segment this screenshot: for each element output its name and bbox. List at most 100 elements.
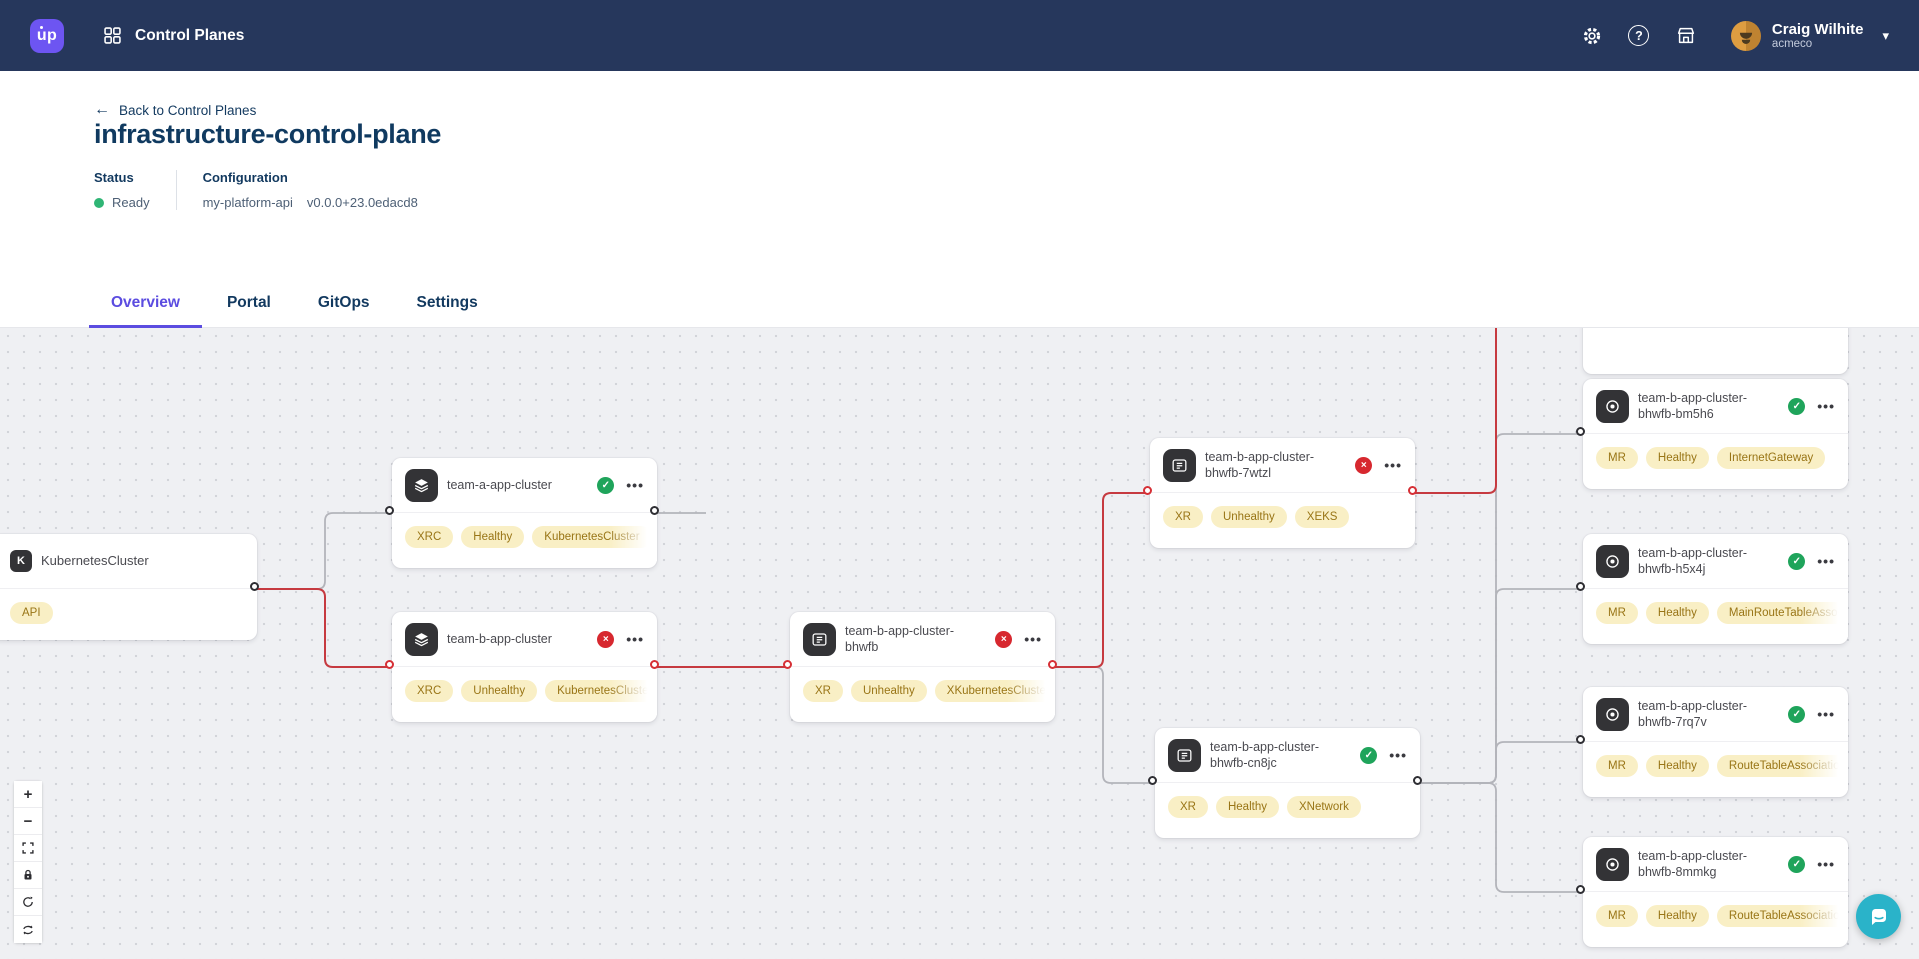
node-menu-button[interactable]: •••	[1814, 854, 1838, 874]
circle-dot-icon	[1596, 544, 1629, 578]
node-title: team-b-app-cluster-bhwfb-8mmkg	[1638, 848, 1748, 879]
fit-view-button[interactable]	[14, 835, 42, 862]
user-menu[interactable]: Craig Wilhite acmeco ▾	[1730, 20, 1889, 51]
edge-kubernetescluster-to-team-b	[257, 588, 392, 668]
grid-icon	[102, 25, 123, 46]
node-title: team-b-app-cluster	[447, 631, 552, 646]
edge-kubernetescluster-to-team-a	[257, 512, 392, 590]
node-title: team-a-app-cluster	[447, 477, 552, 492]
connection-handle[interactable]	[650, 660, 659, 669]
connection-handle[interactable]	[250, 582, 259, 591]
tab-portal[interactable]: Portal	[226, 294, 271, 311]
chevron-down-icon: ▾	[1882, 27, 1889, 43]
status-unhealthy-icon: ×	[597, 630, 615, 648]
graph-node-team-b-app-cluster-bhwfb-8mmkg[interactable]: team-b-app-cluster-bhwfb-8mmkg ✓ ••• MR …	[1583, 837, 1848, 947]
connection-handle[interactable]	[1576, 735, 1585, 744]
connection-handle[interactable]	[385, 506, 394, 515]
help-icon[interactable]: ?	[1628, 25, 1650, 47]
edge-bhwfb-to-cn8jc	[1055, 666, 1155, 784]
upbound-logo[interactable]: up	[30, 18, 64, 53]
graph-node-team-b-app-cluster-bhwfb-bm5h6[interactable]: team-b-app-cluster-bhwfb-bm5h6 ✓ ••• MR …	[1583, 379, 1848, 489]
edge-cn8jc-to-7rq7v	[1420, 741, 1583, 784]
status-ready-dot	[94, 197, 104, 208]
node-menu-button[interactable]: •••	[623, 475, 647, 495]
connection-handle[interactable]	[1143, 486, 1152, 495]
resource-graph-canvas[interactable]: K KubernetesCluster API team-a-app-clust…	[0, 328, 1919, 959]
connection-handle[interactable]	[1576, 885, 1585, 894]
node-menu-button[interactable]: •••	[1386, 745, 1410, 765]
node-menu-button[interactable]: •••	[1381, 455, 1405, 475]
lock-button[interactable]	[14, 862, 42, 889]
badge: KubernetesCluster	[532, 526, 652, 548]
badge: KubernetesCluster	[545, 680, 657, 702]
layers-icon	[405, 468, 438, 502]
badge: XR	[1163, 506, 1203, 528]
badge: MR	[1596, 447, 1638, 469]
badge: Unhealthy	[461, 680, 538, 702]
badge: XEKS	[1294, 506, 1350, 528]
graph-node-team-b-app-cluster-bhwfb-h5x4j[interactable]: team-b-app-cluster-bhwfb-h5x4j ✓ ••• MR …	[1583, 534, 1848, 644]
status-unhealthy-icon: ×	[995, 630, 1013, 648]
graph-node-kubernetes-cluster[interactable]: K KubernetesCluster API	[0, 534, 257, 640]
node-menu-button[interactable]: •••	[1814, 551, 1838, 571]
list-icon	[803, 622, 836, 656]
tab-settings[interactable]: Settings	[416, 294, 478, 311]
badge: MR	[1596, 755, 1638, 777]
graph-node-clipped[interactable]	[1583, 328, 1848, 374]
arrow-left-icon: ←	[94, 101, 110, 118]
node-menu-button[interactable]: •••	[1814, 396, 1838, 416]
reset-rotate-button[interactable]	[14, 889, 42, 916]
badge: XR	[803, 680, 843, 702]
node-title: team-b-app-cluster-bhwfb-bm5h6	[1638, 390, 1748, 421]
avatar	[1730, 20, 1761, 51]
user-org: acmeco	[1771, 38, 1813, 51]
connection-handle[interactable]	[783, 660, 792, 669]
zoom-in-button[interactable]: +	[14, 781, 42, 808]
badge: RouteTableAssociation	[1716, 755, 1848, 777]
node-title: team-b-app-cluster-bhwfb-h5x4j	[1638, 545, 1748, 576]
connection-handle[interactable]	[1148, 776, 1157, 785]
graph-node-team-b-app-cluster-bhwfb-7wtzl[interactable]: team-b-app-cluster-bhwfb-7wtzl × ••• XR …	[1150, 438, 1415, 548]
connection-handle[interactable]	[1413, 776, 1422, 785]
badge: XKubernetesCluster	[934, 680, 1055, 702]
status-healthy-icon: ✓	[1788, 397, 1806, 415]
node-menu-button[interactable]: •••	[1021, 629, 1045, 649]
connection-handle[interactable]	[385, 660, 394, 669]
settings-gear-icon[interactable]	[1581, 25, 1603, 47]
connection-handle[interactable]	[1048, 660, 1057, 669]
tab-overview[interactable]: Overview	[89, 279, 202, 328]
connection-handle[interactable]	[1576, 427, 1585, 436]
status-value: Ready	[112, 195, 150, 210]
graph-node-team-b-app-cluster-bhwfb[interactable]: team-b-app-cluster-bhwfb × ••• XR Unheal…	[790, 612, 1055, 722]
edge-7wtzl-to-top	[1415, 328, 1497, 494]
top-navbar: up Control Planes	[0, 0, 1919, 71]
graph-node-team-b-app-cluster[interactable]: team-b-app-cluster × ••• XRC Unhealthy K…	[392, 612, 657, 722]
node-title: team-b-app-cluster-bhwfb-cn8jc	[1210, 739, 1320, 770]
graph-node-team-b-app-cluster-bhwfb-7rq7v[interactable]: team-b-app-cluster-bhwfb-7rq7v ✓ ••• MR …	[1583, 687, 1848, 797]
badge: XNetwork	[1286, 796, 1361, 818]
chat-launcher[interactable]	[1856, 894, 1901, 939]
graph-node-team-a-app-cluster[interactable]: team-a-app-cluster ✓ ••• XRC Healthy Kub…	[392, 458, 657, 568]
zoom-out-button[interactable]: −	[14, 808, 42, 835]
node-title: team-b-app-cluster-bhwfb-7rq7v	[1638, 698, 1748, 729]
node-menu-button[interactable]: •••	[623, 629, 647, 649]
connection-handle[interactable]	[1576, 582, 1585, 591]
edge-cn8jc-to-bm5h6	[1420, 433, 1583, 784]
back-link[interactable]: ← Back to Control Planes	[94, 102, 256, 118]
circle-dot-icon	[1596, 847, 1629, 881]
graph-node-team-b-app-cluster-bhwfb-cn8jc[interactable]: team-b-app-cluster-bhwfb-cn8jc ✓ ••• XR …	[1155, 728, 1420, 838]
badge: MR	[1596, 905, 1638, 927]
circle-dot-icon	[1596, 697, 1629, 731]
connection-handle[interactable]	[1408, 486, 1417, 495]
node-menu-button[interactable]: •••	[1814, 704, 1838, 724]
tab-gitops[interactable]: GitOps	[317, 294, 370, 311]
configuration-section: Configuration my-platform-api v0.0.0+23.…	[175, 170, 444, 210]
configuration-label: Configuration	[202, 170, 288, 185]
connection-handle[interactable]	[650, 506, 659, 515]
refresh-cycle-button[interactable]	[14, 916, 42, 943]
list-icon	[1163, 448, 1196, 482]
layers-icon	[405, 622, 438, 656]
marketplace-store-icon[interactable]	[1675, 25, 1697, 47]
badge: InternetGateway	[1716, 447, 1826, 469]
